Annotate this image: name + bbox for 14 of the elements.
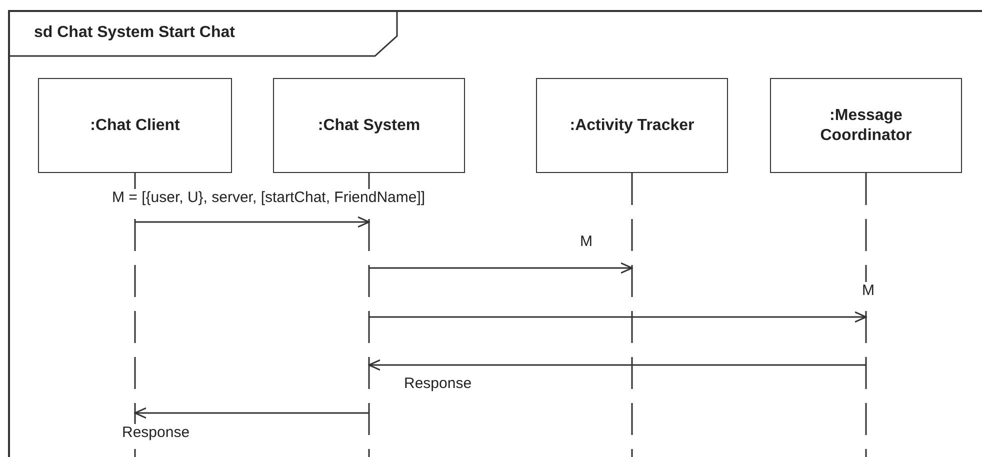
message-arrow — [369, 311, 867, 323]
lifeline-box: :Message Coordinator — [770, 78, 962, 173]
lifeline-box: :Activity Tracker — [536, 78, 728, 173]
message-arrow — [134, 407, 369, 419]
message-label: Response — [120, 424, 192, 441]
message-arrow — [369, 262, 633, 274]
message-arrow — [368, 359, 866, 371]
message-arrow — [135, 216, 370, 228]
message-label: Response — [402, 375, 474, 392]
lifeline-box: :Chat Client — [38, 78, 232, 173]
sequence-frame — [8, 10, 982, 457]
frame-title: sd Chat System Start Chat — [33, 23, 236, 43]
message-label: M — [860, 282, 876, 299]
lifeline-box: :Chat System — [273, 78, 465, 173]
